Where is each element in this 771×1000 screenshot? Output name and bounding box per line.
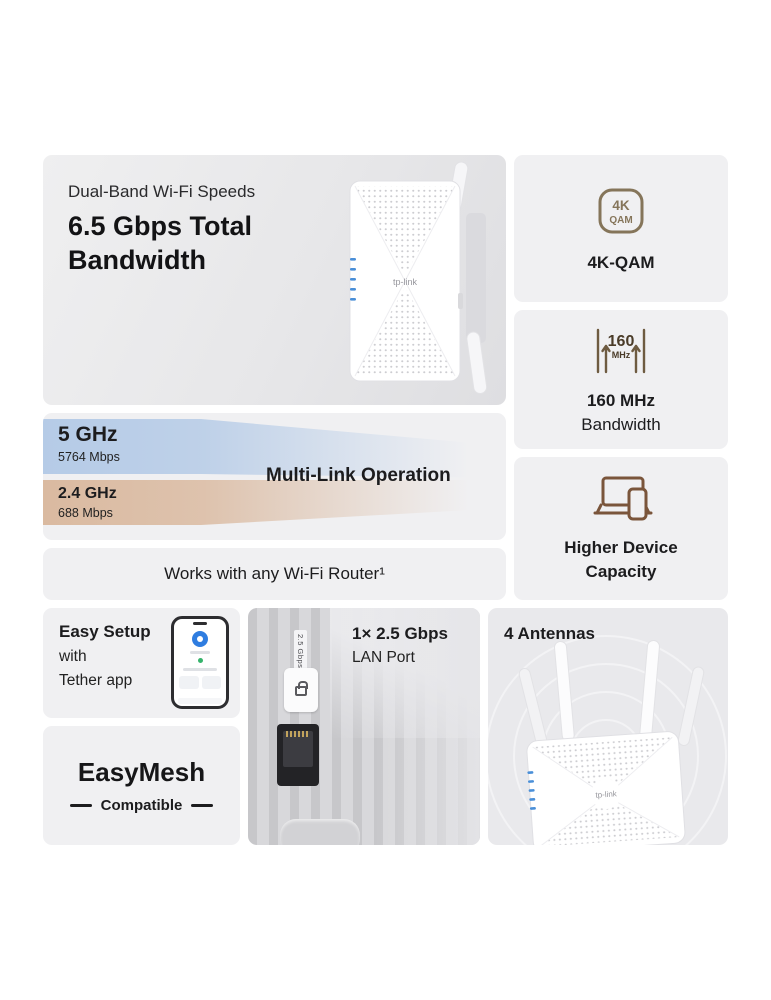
antenna-inner-left-icon [554, 640, 575, 742]
band-merge-graphic [43, 419, 506, 525]
logo-plate [591, 778, 622, 809]
lan-port-subtitle: LAN Port [352, 649, 415, 666]
port-speed-label: 2.5 Gbps [294, 630, 307, 673]
band-5ghz-label: 5 GHz 5764 Mbps [58, 423, 120, 464]
multi-link-operation-card: 5 GHz 5764 Mbps 2.4 GHz 688 Mbps Multi-L… [43, 413, 506, 540]
band-5ghz-name: 5 GHz [58, 423, 118, 446]
easy-setup-text: Easy Setup with Tether app [59, 622, 151, 690]
easymesh-card: EasyMesh Compatible [43, 726, 240, 845]
dash-decoration [191, 804, 214, 807]
feature-160mhz-label-bold: 160 MHz [586, 391, 655, 411]
devices-icon [593, 476, 653, 521]
bottom-section: Easy Setup with Tether app [43, 608, 728, 845]
ethernet-pins [286, 731, 310, 737]
easymesh-subtitle-row: Compatible [69, 797, 214, 814]
wall-mounted-extender-photo: tp-link [349, 161, 488, 395]
mhz-icon-unit: MHz [612, 350, 631, 360]
antenna-outer-left-icon [518, 668, 548, 747]
band-24ghz-label: 2.4 GHz 688 Mbps [58, 485, 117, 520]
app-device-icon [192, 631, 208, 647]
mlo-title: Multi-Link Operation [266, 465, 451, 486]
band-24ghz-shape [43, 480, 506, 525]
feature-160mhz-label-regular: Bandwidth [581, 415, 661, 434]
perforation-bottom [539, 797, 680, 845]
dash-decoration [69, 804, 92, 807]
left-column: Dual-Band Wi-Fi Speeds 6.5 Gbps Total Ba… [43, 155, 506, 600]
phone-notch [193, 622, 207, 625]
hero-title-line2: Bandwidth [68, 245, 206, 276]
ethernet-port-inner [283, 731, 313, 767]
hero-text-block: Dual-Band Wi-Fi Speeds 6.5 Gbps Total Ba… [68, 182, 255, 277]
band-24ghz-name: 2.4 GHz [58, 485, 117, 502]
feature-160mhz-label: 160 MHz Bandwidth [581, 389, 660, 437]
qam-icon-bottom-text: QAM [609, 215, 632, 226]
hero-card: Dual-Band Wi-Fi Speeds 6.5 Gbps Total Ba… [43, 155, 506, 405]
power-plug [280, 819, 360, 845]
crease-lines [354, 185, 456, 377]
4k-qam-badge-icon: 4K QAM [598, 188, 644, 234]
easy-setup-line2: with [59, 648, 87, 665]
easy-setup-title: Easy Setup [59, 622, 151, 641]
brand-logo: tp-link [595, 789, 618, 800]
light-overlay [375, 608, 480, 845]
perforation-bottom [355, 287, 455, 376]
status-leds [527, 771, 536, 810]
mhz-icon-number: 160 [608, 333, 635, 350]
easy-setup-card: Easy Setup with Tether app [43, 608, 240, 718]
feature-capacity-label: Higher Device Capacity [564, 536, 677, 584]
antenna-inner-right-icon [639, 640, 660, 741]
lan-port-card: 2.5 Gbps 1× 2.5 Gbps LAN Port [248, 608, 480, 845]
right-column: 4K QAM 4K-QAM 160 [514, 155, 728, 600]
status-dot [197, 658, 203, 663]
phone-ui-line [183, 668, 217, 671]
ethernet-port [277, 724, 319, 786]
extender-body: tp-link [526, 731, 686, 845]
feature-160mhz-card: 160 MHz 160 MHz Bandwidth [514, 310, 728, 449]
wall-bracket [466, 213, 486, 343]
phone-nav-bar [178, 698, 222, 704]
antennas-label: 4 Antennas [504, 624, 596, 643]
lan-port-title: 1× 2.5 Gbps [352, 624, 448, 643]
perforation-top [532, 737, 673, 794]
side-button [458, 293, 463, 309]
feature-capacity-card: Higher Device Capacity [514, 457, 728, 600]
antenna-outer-right-icon [677, 666, 705, 747]
easy-setup-line3: Tether app [59, 672, 133, 689]
phone-ui-line [190, 651, 210, 654]
router-compat-text: Works with any Wi-Fi Router¹ [164, 564, 385, 583]
feature-4k-qam-label: 4K-QAM [587, 253, 655, 273]
top-section: Dual-Band Wi-Fi Speeds 6.5 Gbps Total Ba… [43, 155, 728, 600]
antenna-bottom-icon [466, 331, 488, 395]
antennas-product-photo: tp-link [488, 635, 727, 845]
qam-icon-top-text: 4K [612, 198, 630, 213]
hero-title-line1: 6.5 Gbps Total [68, 211, 253, 241]
feature-4k-qam-card: 4K QAM 4K-QAM [514, 155, 728, 302]
band-24ghz-speed: 688 Mbps [58, 506, 113, 520]
phone-shape [627, 487, 648, 521]
band-5ghz-shape [43, 419, 506, 478]
perforation-top [355, 186, 455, 275]
phone-ui-cards [179, 676, 221, 689]
160mhz-bandwidth-icon: 160 MHz [596, 329, 646, 374]
lock-icon [295, 681, 308, 696]
easymesh-title: EasyMesh [77, 757, 206, 787]
tether-app-phone [171, 616, 229, 709]
band-5ghz-speed: 5764 Mbps [58, 450, 120, 464]
lan-port-text: 1× 2.5 Gbps LAN Port [352, 624, 448, 667]
antennas-card: 4 Antennas [488, 608, 728, 845]
hero-eyebrow: Dual-Band Wi-Fi Speeds [68, 182, 256, 201]
easymesh-subtitle: Compatible [100, 797, 183, 814]
feature-capacity-line2: Capacity [585, 562, 657, 581]
router-compat-card: Works with any Wi-Fi Router¹ [43, 548, 506, 600]
content-grid: Dual-Band Wi-Fi Speeds 6.5 Gbps Total Ba… [43, 155, 728, 845]
status-leds [350, 258, 356, 301]
wps-button [284, 668, 318, 712]
brand-logo: tp-link [393, 277, 418, 287]
hero-title: 6.5 Gbps Total Bandwidth [68, 209, 255, 277]
feature-capacity-line1: Higher Device [564, 538, 678, 558]
bottom-left-column: Easy Setup with Tether app [43, 608, 240, 845]
